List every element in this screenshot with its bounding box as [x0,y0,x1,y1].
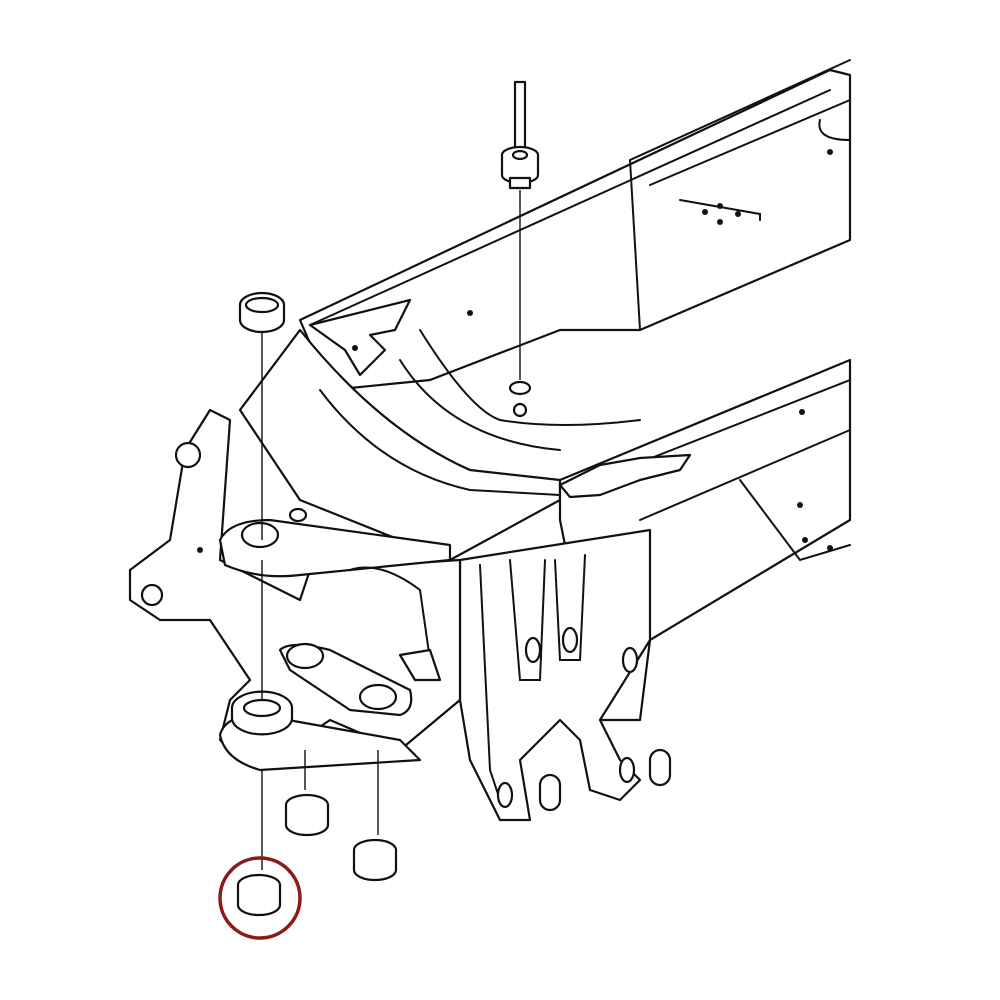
highlight-circle [218,856,302,940]
cross-member [238,298,641,562]
top-bolt-assembly [500,80,540,418]
front-box [458,528,672,822]
pivot-bracket [128,408,462,772]
bushings [236,291,398,917]
upper-side-beam [298,59,852,392]
